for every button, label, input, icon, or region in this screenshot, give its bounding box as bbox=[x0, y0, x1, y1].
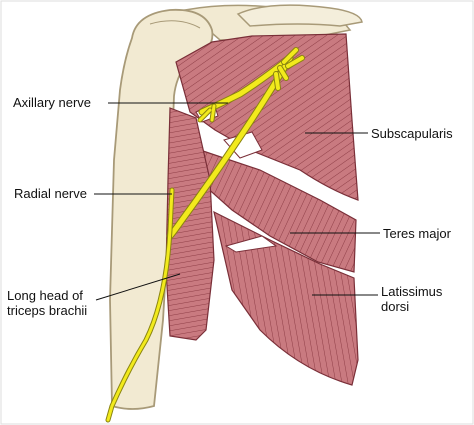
brachial-plexus-nerves bbox=[105, 47, 305, 423]
label-long-head-line1: Long head of bbox=[7, 288, 83, 303]
label-latissimus-line1: Latissimus bbox=[381, 284, 443, 299]
leader-lines bbox=[94, 102, 380, 301]
label-long-head-triceps: Long head of triceps brachii bbox=[7, 288, 87, 318]
humeral-head-highlight bbox=[149, 20, 201, 29]
clavicle-outline bbox=[236, 4, 363, 27]
label-radial-nerve: Radial nerve bbox=[14, 186, 87, 201]
label-long-head-line2: triceps brachii bbox=[7, 303, 88, 318]
label-latissimus-dorsi: Latissimus dorsi bbox=[381, 284, 442, 314]
label-teres-major: Teres major bbox=[383, 226, 451, 241]
label-subscapularis: Subscapularis bbox=[371, 126, 453, 141]
long-head-triceps-muscle bbox=[165, 107, 215, 341]
label-axillary-nerve: Axillary nerve bbox=[13, 95, 92, 110]
subscapularis-muscle bbox=[175, 33, 359, 201]
leader-long-head bbox=[95, 273, 181, 301]
label-latissimus-line2: dorsi bbox=[381, 299, 410, 314]
latissimus-dorsi-muscle bbox=[213, 210, 359, 386]
teres-major-muscle bbox=[199, 149, 357, 273]
triangular-interval bbox=[224, 235, 278, 253]
